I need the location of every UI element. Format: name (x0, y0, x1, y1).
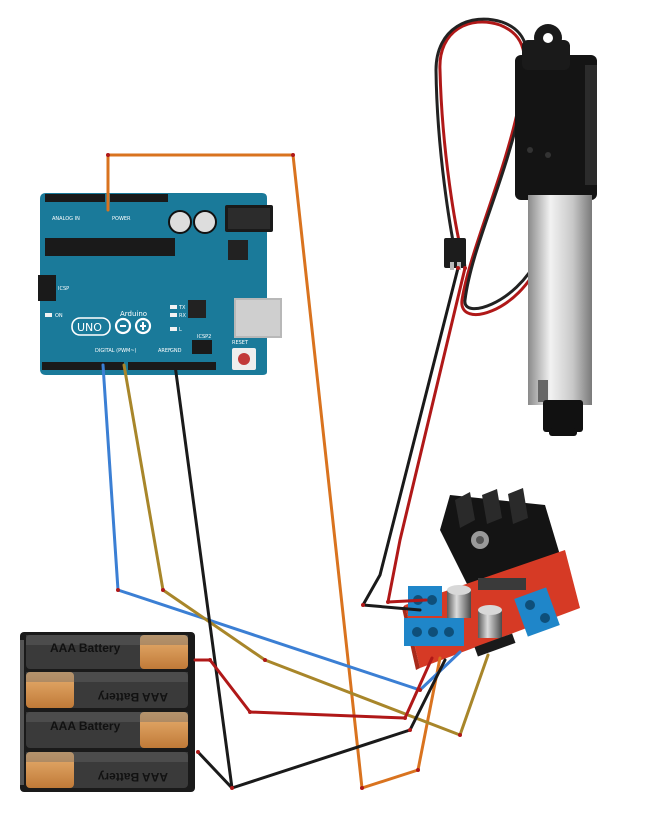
battery-cell-2: AAA Battery (26, 672, 188, 708)
uno-label: UNO (77, 321, 102, 334)
on-label: ON (55, 313, 63, 319)
rx-label: RX (179, 313, 186, 319)
wire-actuator-red (386, 266, 467, 604)
l-led-label: L (179, 327, 182, 333)
wire-orange (106, 153, 442, 790)
motor-driver-board (402, 488, 580, 670)
battery-label-1: AAA Battery (50, 641, 121, 655)
aref-label: AREF (158, 348, 171, 354)
arduino-uno-board: ANALOG IN POWER ICSP TX RX L ON UNO (38, 193, 282, 375)
battery-label-2: AAA Battery (97, 690, 168, 704)
icsp-label: ICSP (58, 286, 69, 292)
actuator-motor-housing (515, 55, 597, 200)
power-label: POWER (112, 216, 131, 222)
analog-in-label: ANALOG IN (52, 216, 80, 222)
terminal-block-output-b[interactable] (514, 587, 560, 637)
battery-cell-3: AAA Battery (26, 712, 188, 748)
tx-label: TX (178, 305, 186, 311)
gnd-label: GND (170, 348, 182, 354)
digital-label: DIGITAL (PWM~) (95, 348, 137, 354)
wires (101, 153, 490, 790)
uno-logo-badge (71, 317, 111, 336)
arduino-brand: Arduino (120, 310, 147, 318)
battery-label-4: AAA Battery (97, 770, 168, 784)
battery-cell-4: AAA Battery (26, 752, 188, 788)
wire-black-battery (196, 750, 234, 790)
icsp2-label: ICSP2 (197, 334, 211, 340)
driver-capacitor-2 (478, 605, 502, 638)
microcontroller-chip (45, 238, 175, 256)
battery-pack: AAA Battery AAA Battery AAA Battery AAA … (20, 632, 195, 792)
arduino-infinity-icon (114, 317, 152, 335)
actuator-connector (444, 238, 466, 268)
battery-label-3: AAA Battery (50, 719, 121, 733)
terminal-block-power[interactable] (404, 618, 464, 646)
wire-actuator-black (361, 266, 460, 612)
wire-black-gnd (173, 363, 447, 790)
wire-junction-dots (106, 153, 467, 790)
driver-capacitor-1 (447, 585, 471, 618)
reset-label: RESET (232, 340, 249, 346)
actuator-tube (528, 195, 592, 405)
battery-cell-1: AAA Battery (26, 635, 188, 669)
linear-actuator (434, 17, 597, 436)
